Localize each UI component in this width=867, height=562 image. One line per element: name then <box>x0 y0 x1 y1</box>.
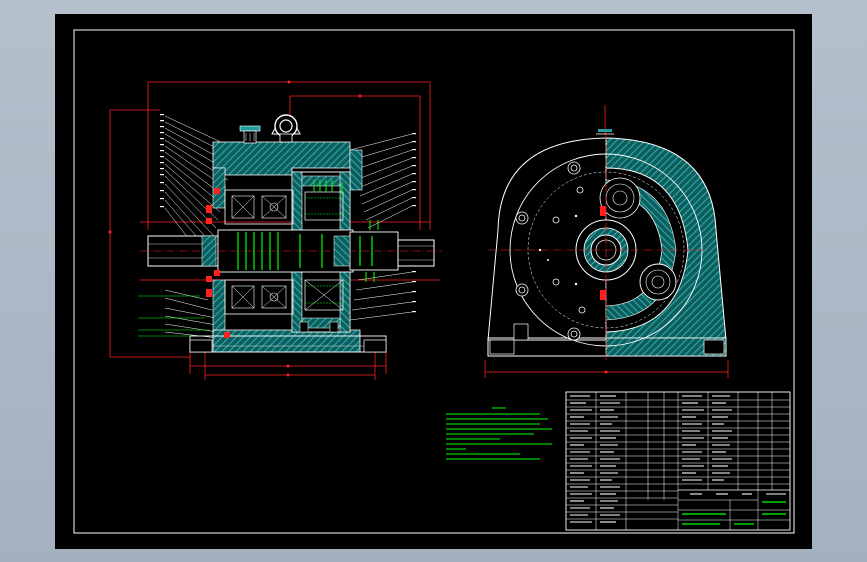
planet-gear-lower <box>639 263 677 301</box>
bolt-hole-icon <box>515 161 586 341</box>
title-block-highlight <box>682 501 786 525</box>
planet-gear-upper <box>599 177 641 219</box>
title-block-text <box>570 395 786 523</box>
lifting-eye-icon <box>271 114 301 143</box>
drawing-sheet-border <box>73 29 795 534</box>
sun-gear-teeth <box>237 232 373 270</box>
vent-plug-icon <box>239 125 261 144</box>
technical-notes <box>446 407 552 460</box>
end-view <box>484 105 729 378</box>
title-block <box>565 391 791 531</box>
section-view <box>108 80 442 380</box>
section-marker-top <box>596 129 614 135</box>
gearbox-housing <box>140 114 442 353</box>
seal-markers <box>206 188 230 338</box>
